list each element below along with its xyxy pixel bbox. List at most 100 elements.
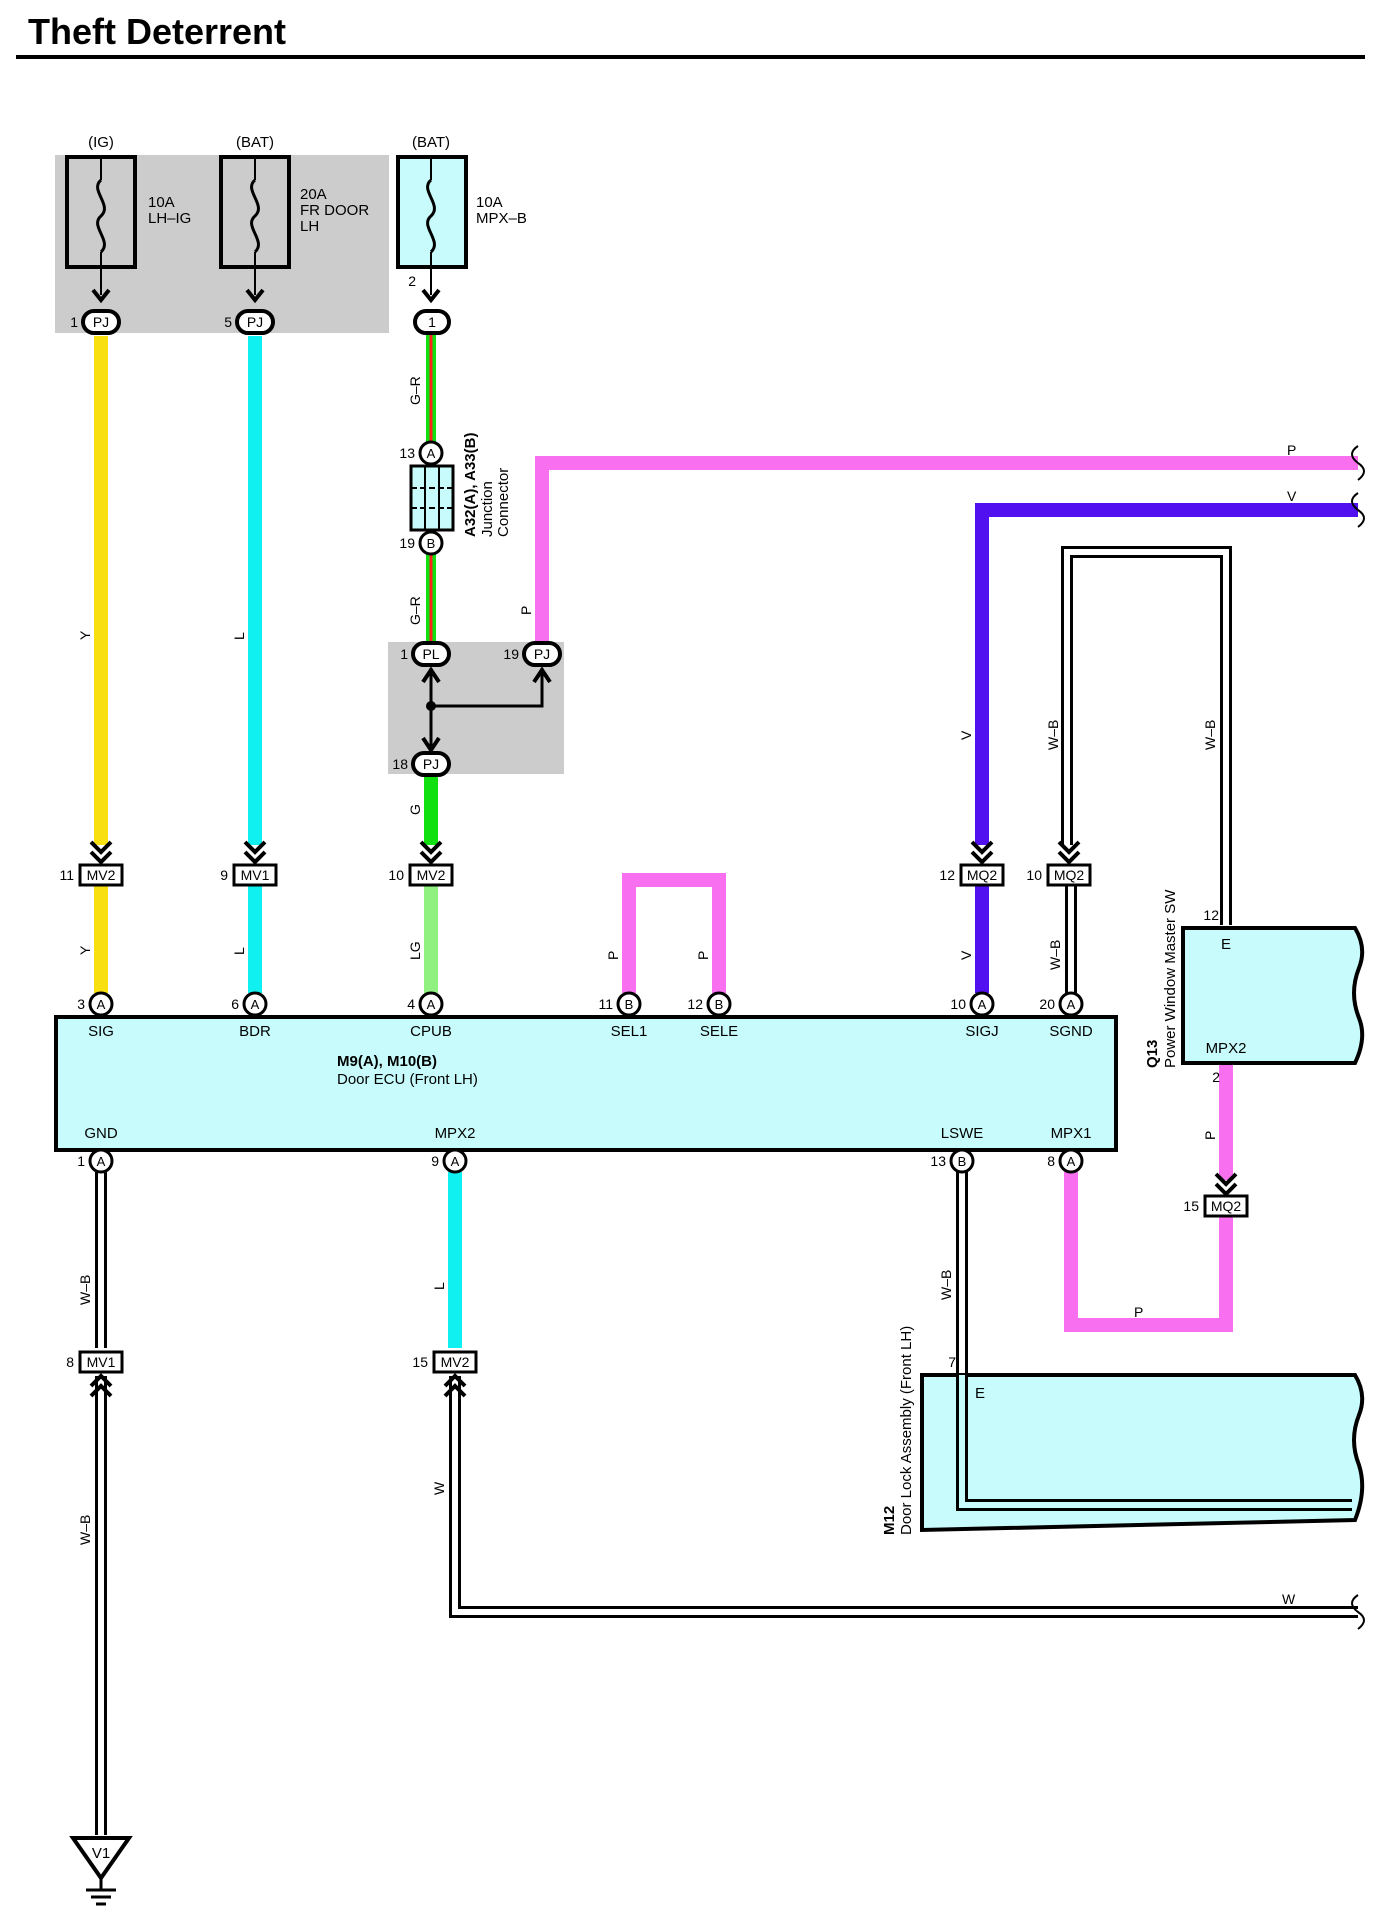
svg-text:1: 1 (70, 314, 78, 330)
svg-text:BDR: BDR (239, 1023, 271, 1040)
svg-text:18: 18 (392, 756, 408, 772)
svg-text:9: 9 (220, 867, 228, 883)
svg-text:LH: LH (300, 218, 319, 235)
svg-text:Door ECU (Front LH): Door ECU (Front LH) (337, 1071, 478, 1088)
svg-text:(BAT): (BAT) (412, 134, 450, 151)
ecu-pin-sgnd: A 20 SGND (1039, 991, 1093, 1040)
svg-text:A: A (1067, 997, 1076, 1012)
svg-text:B: B (427, 536, 436, 551)
svg-text:19: 19 (399, 535, 415, 551)
ecu-pin-mpx1: MPX1 A 8 (1047, 1125, 1092, 1174)
svg-text:W–B: W–B (77, 1515, 93, 1545)
connector-mv2-11: MV2 11 (59, 840, 124, 887)
svg-text:PJ: PJ (534, 646, 550, 662)
svg-text:12: 12 (687, 996, 703, 1012)
svg-text:L: L (431, 1282, 447, 1290)
svg-text:11: 11 (59, 867, 74, 883)
svg-text:1: 1 (77, 1153, 85, 1169)
svg-text:1: 1 (400, 646, 408, 662)
svg-text:SEL1: SEL1 (611, 1023, 648, 1040)
svg-text:MQ2: MQ2 (967, 867, 998, 883)
svg-text:2: 2 (408, 273, 416, 289)
door-ecu-front-lh: M9(A), M10(B) Door ECU (Front LH) (54, 1015, 1118, 1152)
svg-text:12: 12 (1203, 907, 1219, 923)
svg-text:P: P (605, 951, 621, 960)
connector-mv1-8: MV1 8 (66, 1350, 124, 1398)
svg-text:15: 15 (1183, 1198, 1199, 1214)
svg-text:13: 13 (399, 445, 415, 461)
svg-text:PJ: PJ (247, 314, 263, 330)
svg-text:7: 7 (948, 1354, 956, 1370)
svg-text:10A: 10A (148, 194, 175, 211)
svg-text:A: A (97, 997, 106, 1012)
svg-text:Door Lock Assembly (Front LH): Door Lock Assembly (Front LH) (898, 1326, 915, 1535)
wire-break-p (1351, 445, 1365, 481)
svg-text:1: 1 (428, 314, 436, 330)
svg-text:SIG: SIG (88, 1023, 114, 1040)
svg-text:MV1: MV1 (241, 867, 270, 883)
svg-text:20: 20 (1039, 996, 1055, 1012)
svg-text:20A: 20A (300, 186, 327, 203)
connector-pj-1: PJ 1 (70, 309, 121, 335)
svg-text:3: 3 (77, 996, 85, 1012)
svg-text:6: 6 (231, 996, 239, 1012)
svg-text:B: B (958, 1154, 967, 1169)
svg-text:Connector: Connector (495, 468, 512, 537)
svg-text:8: 8 (1047, 1153, 1055, 1169)
connector-mq2-15: MQ2 15 (1183, 1172, 1249, 1218)
svg-text:W–B: W–B (1047, 940, 1063, 970)
svg-text:10A: 10A (476, 194, 503, 211)
svg-text:Y: Y (77, 945, 93, 955)
connector-mv2-10: MV2 10 (388, 840, 454, 887)
svg-text:M9(A), M10(B): M9(A), M10(B) (337, 1053, 437, 1070)
svg-text:A: A (978, 997, 987, 1012)
svg-text:A: A (1067, 1154, 1076, 1169)
wire-break-w (1351, 1594, 1365, 1630)
ecu-pin-gnd: GND A 1 (77, 1125, 118, 1174)
ecu-pin-sigj: A 10 SIGJ (950, 991, 999, 1040)
svg-text:GND: GND (84, 1125, 118, 1142)
svg-text:MPX1: MPX1 (1051, 1125, 1092, 1142)
svg-text:5: 5 (224, 314, 232, 330)
svg-text:4: 4 (407, 996, 415, 1012)
wire-v-upper (975, 503, 1358, 845)
svg-text:A: A (451, 1154, 460, 1169)
wire-break-v (1351, 492, 1365, 528)
svg-text:A32(A), A33(B): A32(A), A33(B) (462, 433, 479, 537)
svg-text:MPX2: MPX2 (435, 1125, 476, 1142)
svg-text:A: A (251, 997, 260, 1012)
svg-text:A: A (97, 1154, 106, 1169)
svg-text:FR DOOR: FR DOOR (300, 202, 369, 219)
svg-text:A: A (427, 446, 436, 461)
svg-text:LH–IG: LH–IG (148, 210, 191, 227)
svg-text:G–R: G–R (407, 596, 423, 625)
svg-text:MPX2: MPX2 (1206, 1040, 1247, 1057)
svg-text:L: L (231, 632, 247, 640)
svg-text:MQ2: MQ2 (1211, 1198, 1242, 1214)
wire-p-loop (622, 873, 726, 993)
door-lock-assembly: 7 E M12 Door Lock Assembly (Front LH) (881, 1326, 1365, 1535)
svg-text:B: B (625, 997, 634, 1012)
svg-text:V: V (1287, 488, 1297, 504)
svg-text:19: 19 (503, 646, 519, 662)
fuse-lh-ig: (IG) 10A LH–IG (65, 134, 191, 295)
svg-text:P: P (695, 951, 711, 960)
svg-text:10: 10 (950, 996, 966, 1012)
svg-text:PJ: PJ (93, 314, 109, 330)
svg-text:MQ2: MQ2 (1054, 867, 1085, 883)
svg-text:MPX–B: MPX–B (476, 210, 527, 227)
svg-text:CPUB: CPUB (410, 1023, 452, 1040)
junction-connector: A 13 B 19 A32(A), A33(B) Junction Connec… (399, 433, 512, 556)
connector-mv2-15: MV2 15 (412, 1350, 478, 1398)
svg-text:A: A (427, 997, 436, 1012)
ecu-pin-mpx2: MPX2 A 9 (431, 1125, 476, 1174)
fuse-fr-door-lh: (BAT) 20A FR DOOR LH (219, 134, 369, 295)
svg-text:12: 12 (939, 867, 955, 883)
svg-text:2: 2 (1212, 1069, 1220, 1085)
connector-mq2-12: MQ2 12 (939, 840, 1005, 887)
svg-text:MV2: MV2 (417, 867, 446, 883)
svg-text:MV1: MV1 (87, 1354, 116, 1370)
wire-p-mpx1 (1064, 1172, 1233, 1332)
svg-text:V: V (958, 730, 974, 740)
svg-text:E: E (975, 1385, 985, 1402)
